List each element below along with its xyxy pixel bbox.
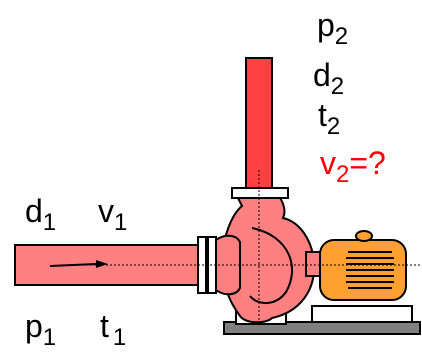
label-p1: p1 [25,308,56,351]
label-d2-sub: 2 [331,73,344,100]
flow-arrow-shaft [49,263,97,267]
label-t2-sub: 2 [327,113,340,140]
label-p1-main: p [25,308,43,344]
label-d1-sub: 1 [43,209,56,236]
label-t2: t2 [318,97,340,140]
discharge-flange [231,187,289,199]
label-v2-suffix: =? [349,145,385,181]
label-v1-main: v [98,193,114,229]
motor-mount [311,305,413,323]
label-d1-main: d [25,193,43,229]
label-t2-main: t [318,97,327,133]
label-v2-sub: 2 [336,161,349,188]
pump-volute-contour [249,227,294,304]
label-v2-main: v [320,145,336,181]
suction-pipe [14,244,201,286]
flow-arrow-head [96,260,108,268]
label-t1-main: t [100,308,109,344]
motor-lifting-eye [355,230,373,242]
discharge-pipe [245,57,273,189]
label-v1: v1 [98,193,127,236]
label-p2-sub: 2 [335,23,348,50]
label-d1: d1 [25,193,56,236]
label-v1-sub: 1 [114,209,127,236]
label-t1-sub: 1 [113,324,126,351]
label-v2-unknown: v2=? [320,145,386,188]
label-p1-sub: 1 [43,324,56,351]
label-d2-main: d [313,57,331,93]
motor-fins [346,251,394,289]
label-d2: d2 [313,57,344,100]
label-p2-main: p [317,7,335,43]
label-p2: p2 [317,7,348,50]
